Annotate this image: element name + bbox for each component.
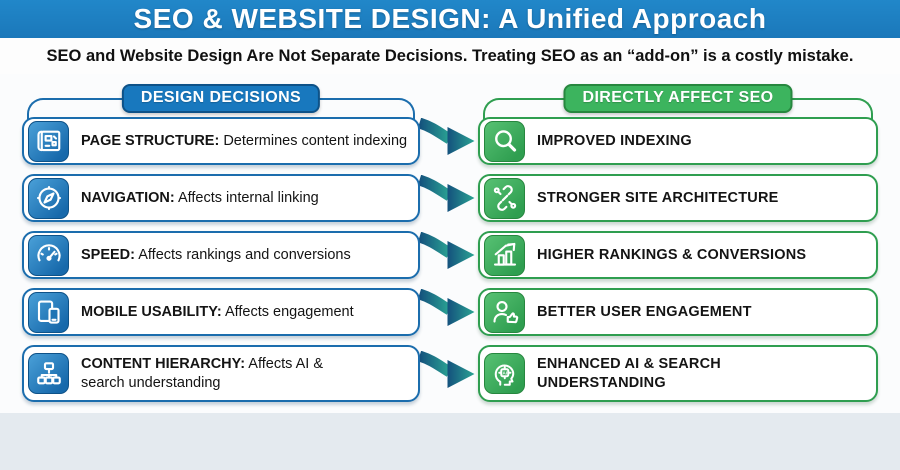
row-text: STRONGER SITE ARCHITECTURE bbox=[537, 189, 779, 207]
sitemap-icon bbox=[28, 353, 69, 394]
row-label: SPEED: bbox=[81, 246, 135, 263]
svg-text:AI: AI bbox=[502, 370, 507, 375]
blueprint-icon bbox=[28, 120, 69, 162]
design-decisions-header: DESIGN DECISIONS bbox=[121, 84, 321, 113]
search-icon bbox=[484, 120, 525, 162]
row-label: PAGE STRUCTURE: bbox=[81, 132, 220, 149]
row-label: IMPROVED INDEXING bbox=[537, 132, 692, 149]
design-decisions-bracket: DESIGN DECISIONS bbox=[22, 84, 420, 158]
link-nodes-icon bbox=[484, 177, 525, 219]
subtitle: SEO and Website Design Are Not Separate … bbox=[46, 46, 854, 65]
arrow-1 bbox=[417, 117, 478, 165]
compass-icon bbox=[28, 177, 69, 219]
user-thumbs-up-icon bbox=[484, 291, 525, 333]
title-bar: SEO & WEBSITE DESIGN: A Unified Approach bbox=[0, 0, 900, 38]
row-page-structure: PAGE STRUCTURE: Determines content index… bbox=[22, 117, 420, 165]
row-better-engagement: BETTER USER ENGAGEMENT bbox=[478, 288, 878, 336]
row-text: NAVIGATION: Affects internal linking bbox=[81, 189, 319, 207]
row-navigation: NAVIGATION: Affects internal linking bbox=[22, 174, 420, 222]
affect-seo-header: DIRECTLY AFFECT SEO bbox=[563, 84, 793, 113]
row-label: STRONGER SITE ARCHITECTURE bbox=[537, 189, 779, 206]
row-higher-rankings: HIGHER RANKINGS & CONVERSIONS bbox=[478, 231, 878, 279]
row-label: NAVIGATION: bbox=[81, 189, 175, 206]
arrow-2 bbox=[417, 174, 478, 222]
row-description: Affects engagement bbox=[224, 303, 354, 320]
row-label: ENHANCED AI & SEARCH UNDERSTANDING bbox=[537, 356, 721, 391]
affect-seo-bracket: DIRECTLY AFFECT SEO bbox=[478, 84, 878, 158]
row-label: MOBILE USABILITY: bbox=[81, 303, 222, 320]
arrow-4 bbox=[417, 288, 478, 336]
row-description: Determines content indexing bbox=[223, 132, 408, 149]
row-content-hierarchy: CONTENT HIERARCHY: Affects AI & search u… bbox=[22, 345, 420, 402]
design-decisions-rows: PAGE STRUCTURE: Determines content index… bbox=[22, 117, 420, 402]
design-decisions-column: DESIGN DECISIONS PAGE STRUCTURE: Determi… bbox=[22, 84, 420, 413]
row-stronger-architecture: STRONGER SITE ARCHITECTURE bbox=[478, 174, 878, 222]
arrow-3 bbox=[417, 231, 478, 279]
row-description: Affects rankings and conversions bbox=[138, 246, 351, 263]
row-enhanced-ai: AI ENHANCED AI & SEARCH UNDERSTANDING bbox=[478, 345, 878, 402]
row-label: BETTER USER ENGAGEMENT bbox=[537, 303, 752, 320]
row-improved-indexing: IMPROVED INDEXING bbox=[478, 117, 878, 165]
row-text: ENHANCED AI & SEARCH UNDERSTANDING bbox=[537, 355, 799, 391]
row-text: HIGHER RANKINGS & CONVERSIONS bbox=[537, 246, 806, 264]
affect-seo-rows: IMPROVED INDEXING STRONGER bbox=[478, 117, 878, 402]
row-mobile-usability: MOBILE USABILITY: Affects engagement bbox=[22, 288, 420, 336]
row-label: CONTENT HIERARCHY: bbox=[81, 356, 246, 373]
bottom-strip bbox=[0, 413, 900, 470]
speedometer-icon bbox=[28, 234, 69, 276]
row-description: Affects internal linking bbox=[177, 189, 319, 206]
row-description: Affects AI & search understanding bbox=[81, 356, 323, 391]
arrows-column bbox=[417, 84, 478, 413]
affect-seo-column: DIRECTLY AFFECT SEO IMPROVED INDEXING bbox=[478, 84, 878, 413]
row-text: IMPROVED INDEXING bbox=[537, 132, 692, 150]
page-title: SEO & WEBSITE DESIGN: A Unified Approach bbox=[133, 3, 767, 34]
ai-head-icon: AI bbox=[484, 353, 525, 394]
row-text: MOBILE USABILITY: Affects engagement bbox=[81, 303, 354, 321]
row-text: BETTER USER ENGAGEMENT bbox=[537, 303, 752, 321]
row-speed: SPEED: Affects rankings and conversions bbox=[22, 231, 420, 279]
mobile-devices-icon bbox=[28, 291, 69, 333]
growth-chart-icon bbox=[484, 234, 525, 276]
row-text: CONTENT HIERARCHY: Affects AI & search u… bbox=[81, 355, 343, 391]
subtitle-row: SEO and Website Design Are Not Separate … bbox=[0, 38, 900, 74]
arrow-5 bbox=[417, 345, 478, 402]
row-text: PAGE STRUCTURE: Determines content index… bbox=[81, 132, 407, 150]
row-text: SPEED: Affects rankings and conversions bbox=[81, 246, 351, 264]
row-label: HIGHER RANKINGS & CONVERSIONS bbox=[537, 246, 807, 263]
diagram: DESIGN DECISIONS PAGE STRUCTURE: Determi… bbox=[0, 74, 900, 413]
